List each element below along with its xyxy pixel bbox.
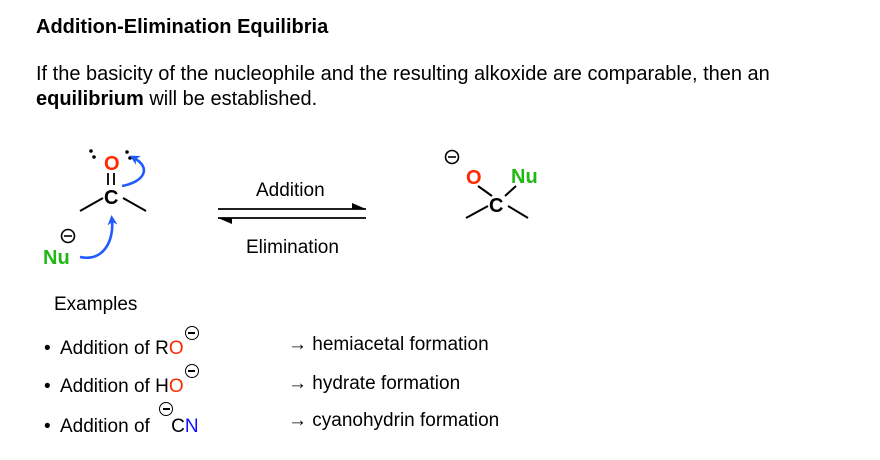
alkyl-bond: [79, 197, 104, 212]
reagent-oxygen: O: [168, 376, 184, 397]
reverse-label: Elimination: [246, 237, 339, 258]
anion-charge-icon: [184, 364, 199, 378]
intro-text-end: will be established.: [143, 88, 318, 110]
example-prefix: Addition of: [60, 416, 156, 437]
reagent-carbon: C: [171, 416, 185, 437]
reagent-oxygen: O: [168, 338, 184, 359]
lone-pair-dot: [125, 150, 129, 154]
reactant-nucleophile: Nu: [43, 215, 118, 269]
anion-charge-icon: [159, 402, 174, 416]
product-alkoxide: O C Nu: [444, 149, 538, 219]
examples-heading: Examples: [54, 294, 138, 315]
alkyl-bond: [465, 205, 489, 219]
product-carbon: C: [489, 195, 503, 217]
reactant-carbonyl: O C: [79, 149, 147, 212]
page-title: Addition-Elimination Equilibria: [36, 16, 329, 38]
intro-text-start: If the basicity of the nucleophile and t…: [36, 63, 770, 85]
reverse-arrowhead: [218, 218, 232, 224]
example-item-alkoxide: • Addition of RO: [44, 326, 199, 360]
lone-pair-dot: [128, 156, 132, 160]
product-oxygen: O: [466, 167, 482, 189]
example-result-cyanohydrin: → cyanohydrin formation: [288, 410, 500, 431]
c-o-bond: [477, 185, 493, 197]
alkyl-bond: [507, 205, 529, 219]
reaction-scheme: O C Nu Addition Elimination O C Nu: [43, 149, 538, 269]
bullet: •: [44, 338, 51, 359]
example-result-hydrate: → hydrate formation: [288, 373, 461, 394]
anion-charge-icon: [184, 326, 199, 340]
reactant-nu: Nu: [43, 247, 70, 269]
example-item-hydroxide: • Addition of HO: [44, 364, 199, 398]
lone-pair-dot: [89, 149, 93, 153]
forward-label: Addition: [256, 180, 325, 201]
c-nu-bond: [504, 185, 517, 197]
intro-text: If the basicity of the nucleophile and t…: [36, 62, 836, 112]
reagent-nitrogen: N: [184, 416, 199, 437]
anion-charge-icon: [60, 228, 76, 244]
example-result-hemiacetal: → hemiacetal formation: [288, 334, 489, 355]
bullet: •: [44, 416, 51, 437]
equilibrium-arrows: Addition Elimination: [218, 180, 366, 258]
reactant-oxygen: O: [104, 153, 120, 175]
product-nu: Nu: [511, 166, 538, 188]
electron-arrow-pi-bond: [121, 155, 146, 188]
example-prefix: Addition of: [60, 376, 156, 397]
example-prefix: Addition of: [60, 338, 156, 359]
lone-pair-dot: [92, 155, 96, 159]
bullet: •: [44, 376, 51, 397]
forward-arrowhead: [352, 203, 366, 209]
intro-text-bold: equilibrium: [36, 88, 144, 110]
anion-charge-icon: [444, 149, 460, 165]
reagent-h: H: [155, 376, 169, 397]
alkyl-bond: [122, 197, 147, 212]
electron-arrow-nucleophile: [79, 215, 118, 260]
example-item-cyanide: • Addition of CN: [44, 402, 199, 438]
reagent-r: R: [155, 338, 169, 359]
reactant-carbon: C: [104, 187, 118, 209]
